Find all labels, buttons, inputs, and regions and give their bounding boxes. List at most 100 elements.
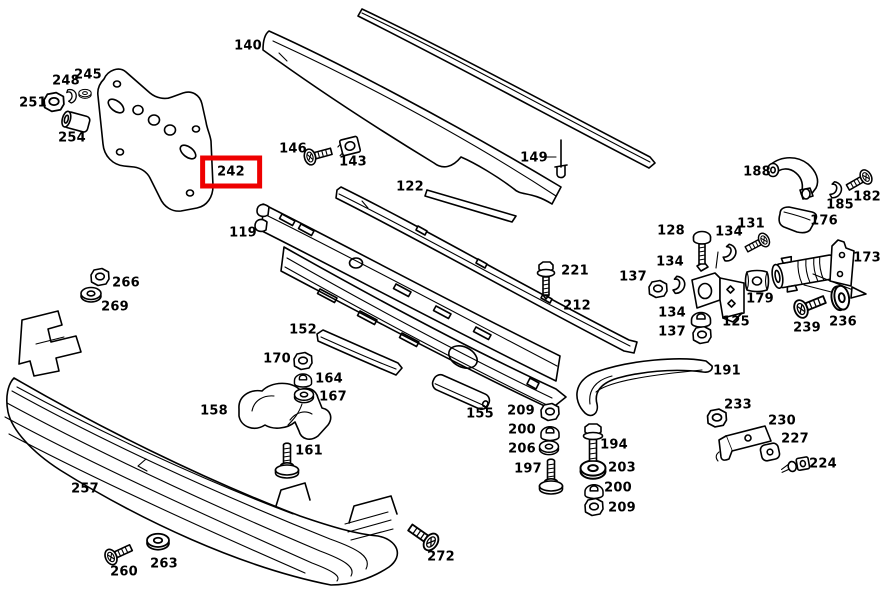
part-label-260-52: 260 [110, 564, 138, 580]
part-label-137-25: 137 [658, 324, 686, 340]
part-label-221-11: 221 [561, 263, 589, 279]
part-185-drawing [828, 180, 844, 200]
part-227-drawing [759, 442, 781, 462]
part-209-drawing [540, 402, 560, 422]
part-label-239-27: 239 [793, 320, 821, 336]
part-label-149-9: 149 [520, 150, 548, 166]
part-212-drawing [335, 186, 638, 354]
part-label-134-18: 134 [715, 224, 743, 240]
part-158-drawing [238, 382, 332, 440]
part-label-242-5: 242 [200, 155, 262, 189]
part-label-251-3: 251 [19, 95, 47, 111]
part-164-drawing [293, 373, 313, 388]
part-200-drawing [540, 425, 560, 442]
part-label-188-13: 188 [743, 164, 771, 180]
part-label-269-30: 269 [101, 299, 129, 315]
part-label-134-22: 134 [656, 254, 684, 270]
part-label-158-35: 158 [200, 403, 228, 419]
part-203-drawing [579, 459, 607, 480]
part-179-drawing [744, 269, 770, 293]
part-269-drawing [80, 286, 102, 303]
part-254-drawing [61, 110, 91, 133]
part-label-233-48: 233 [724, 397, 752, 413]
part-236-drawing [828, 283, 852, 313]
part-131-drawing [742, 230, 773, 257]
part-149-drawing [357, 8, 656, 179]
part-label-146-6: 146 [279, 141, 307, 157]
part-label-230-49: 230 [768, 413, 796, 429]
part-167-drawing [293, 388, 315, 404]
part-label-236-28: 236 [829, 314, 857, 330]
part-label-191-47: 191 [713, 363, 741, 379]
part-label-206-41: 206 [508, 441, 536, 457]
part-label-167-34: 167 [319, 389, 347, 405]
part-label-227-50: 227 [781, 431, 809, 447]
part-label-245-2: 245 [74, 67, 102, 83]
part-134c-drawing [690, 311, 712, 328]
part-224-drawing [781, 456, 811, 473]
part-125-drawing [691, 251, 745, 323]
part-263-drawing [146, 532, 170, 551]
part-272-drawing [404, 519, 443, 555]
part-248-drawing [65, 87, 79, 105]
part-label-209-46: 209 [608, 500, 636, 516]
part-173-drawing [771, 239, 867, 299]
part-label-263-53: 263 [150, 556, 178, 572]
part-191-drawing [576, 358, 713, 417]
part-260-drawing [101, 539, 136, 568]
part-245-drawing [78, 88, 92, 99]
part-label-248-1: 248 [52, 73, 80, 89]
part-134b-drawing [671, 275, 687, 295]
part-188-drawing [766, 156, 819, 200]
part-134-drawing [721, 242, 739, 264]
part-label-200-40: 200 [508, 422, 536, 438]
part-209b-drawing [584, 497, 604, 517]
part-label-194-43: 194 [600, 437, 628, 453]
part-label-179-23: 179 [746, 291, 774, 307]
part-label-143-7: 143 [339, 154, 367, 170]
part-label-182-15: 182 [853, 189, 881, 205]
part-label-140-0: 140 [234, 38, 262, 54]
part-257-drawing [4, 310, 399, 586]
part-242-drawing [97, 68, 214, 212]
part-label-185-14: 185 [826, 197, 854, 213]
part-206-drawing [538, 440, 560, 456]
part-200b-drawing [584, 483, 604, 500]
part-label-173-20: 173 [853, 250, 881, 266]
part-140-drawing [262, 30, 562, 205]
part-label-266-29: 266 [112, 275, 140, 291]
part-170-drawing [293, 351, 313, 371]
part-label-224-51: 224 [809, 456, 837, 472]
part-label-119-10: 119 [229, 225, 257, 241]
part-128-drawing [692, 230, 712, 265]
part-143-drawing [337, 135, 362, 157]
part-label-272-54: 272 [427, 549, 455, 565]
part-137b-drawing [692, 325, 712, 345]
part-label-125-26: 125 [722, 314, 750, 330]
part-239-drawing [790, 290, 829, 321]
part-label-176-16: 176 [810, 213, 838, 229]
part-label-209-39: 209 [507, 403, 535, 419]
part-label-254-4: 254 [58, 130, 86, 146]
part-230-drawing [715, 425, 772, 462]
part-label-170-32: 170 [263, 351, 291, 367]
part-266-drawing [90, 267, 110, 287]
part-label-128-17: 128 [657, 223, 685, 239]
part-label-197-42: 197 [514, 461, 542, 477]
part-label-152-31: 152 [289, 322, 317, 338]
part-197-drawing [538, 458, 564, 495]
part-label-257-38: 257 [71, 481, 99, 497]
part-146-drawing [301, 142, 335, 167]
part-label-131-19: 131 [737, 216, 765, 232]
part-label-203-44: 203 [608, 460, 636, 476]
part-label-212-12: 212 [563, 298, 591, 314]
part-155-drawing [431, 373, 491, 411]
part-label-164-33: 164 [315, 371, 343, 387]
part-122-drawing [424, 189, 517, 223]
part-label-200-45: 200 [604, 480, 632, 496]
part-176-drawing [778, 206, 818, 234]
part-label-161-37: 161 [295, 443, 323, 459]
part-label-134-24: 134 [658, 305, 686, 321]
